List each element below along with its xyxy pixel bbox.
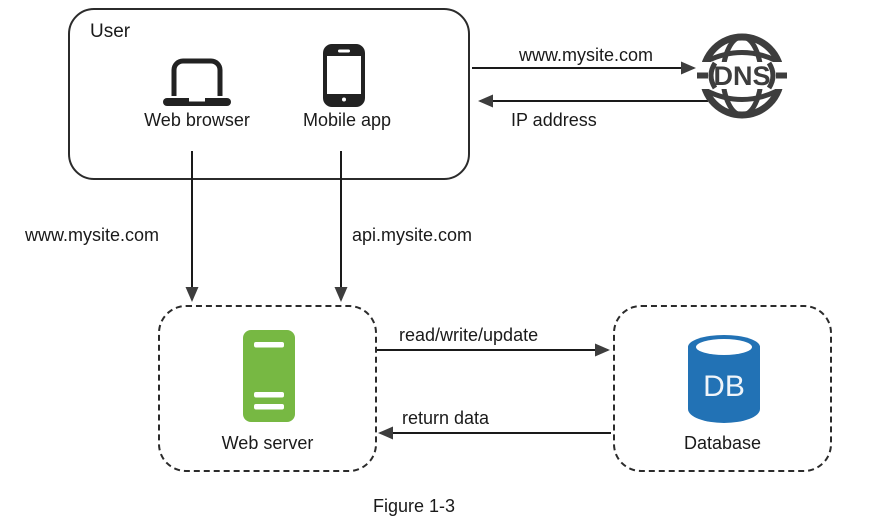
- label-browser-to-server: www.mysite.com: [25, 225, 160, 245]
- user-box: User Web browser Mobile app: [68, 8, 470, 180]
- label-db-to-server: return data: [402, 408, 490, 428]
- web-browser-label: Web browser: [144, 110, 250, 130]
- mobile-app-label: Mobile app: [302, 110, 392, 130]
- smartphone-icon: [323, 44, 365, 107]
- label-dns-to-user: IP address: [511, 110, 597, 130]
- label-server-to-db: read/write/update: [399, 325, 539, 345]
- label-user-to-dns: www.mysite.com: [518, 45, 653, 65]
- label-app-to-server: api.mysite.com: [352, 225, 473, 245]
- dns-icon-text: DNS: [713, 61, 770, 91]
- db-icon-text: DB: [703, 370, 745, 403]
- database-cylinder-icon: DB: [688, 335, 760, 423]
- database-box: DB Database: [613, 305, 832, 472]
- web-server-box: Web server: [158, 305, 377, 472]
- user-box-title: User: [90, 21, 131, 42]
- server-icon: [243, 330, 295, 422]
- web-server-label: Web server: [221, 433, 314, 453]
- database-label: Database: [683, 433, 762, 453]
- figure-caption: Figure 1-3: [372, 496, 456, 516]
- laptop-icon: [163, 58, 231, 106]
- dns-globe-icon: DNS: [697, 33, 787, 119]
